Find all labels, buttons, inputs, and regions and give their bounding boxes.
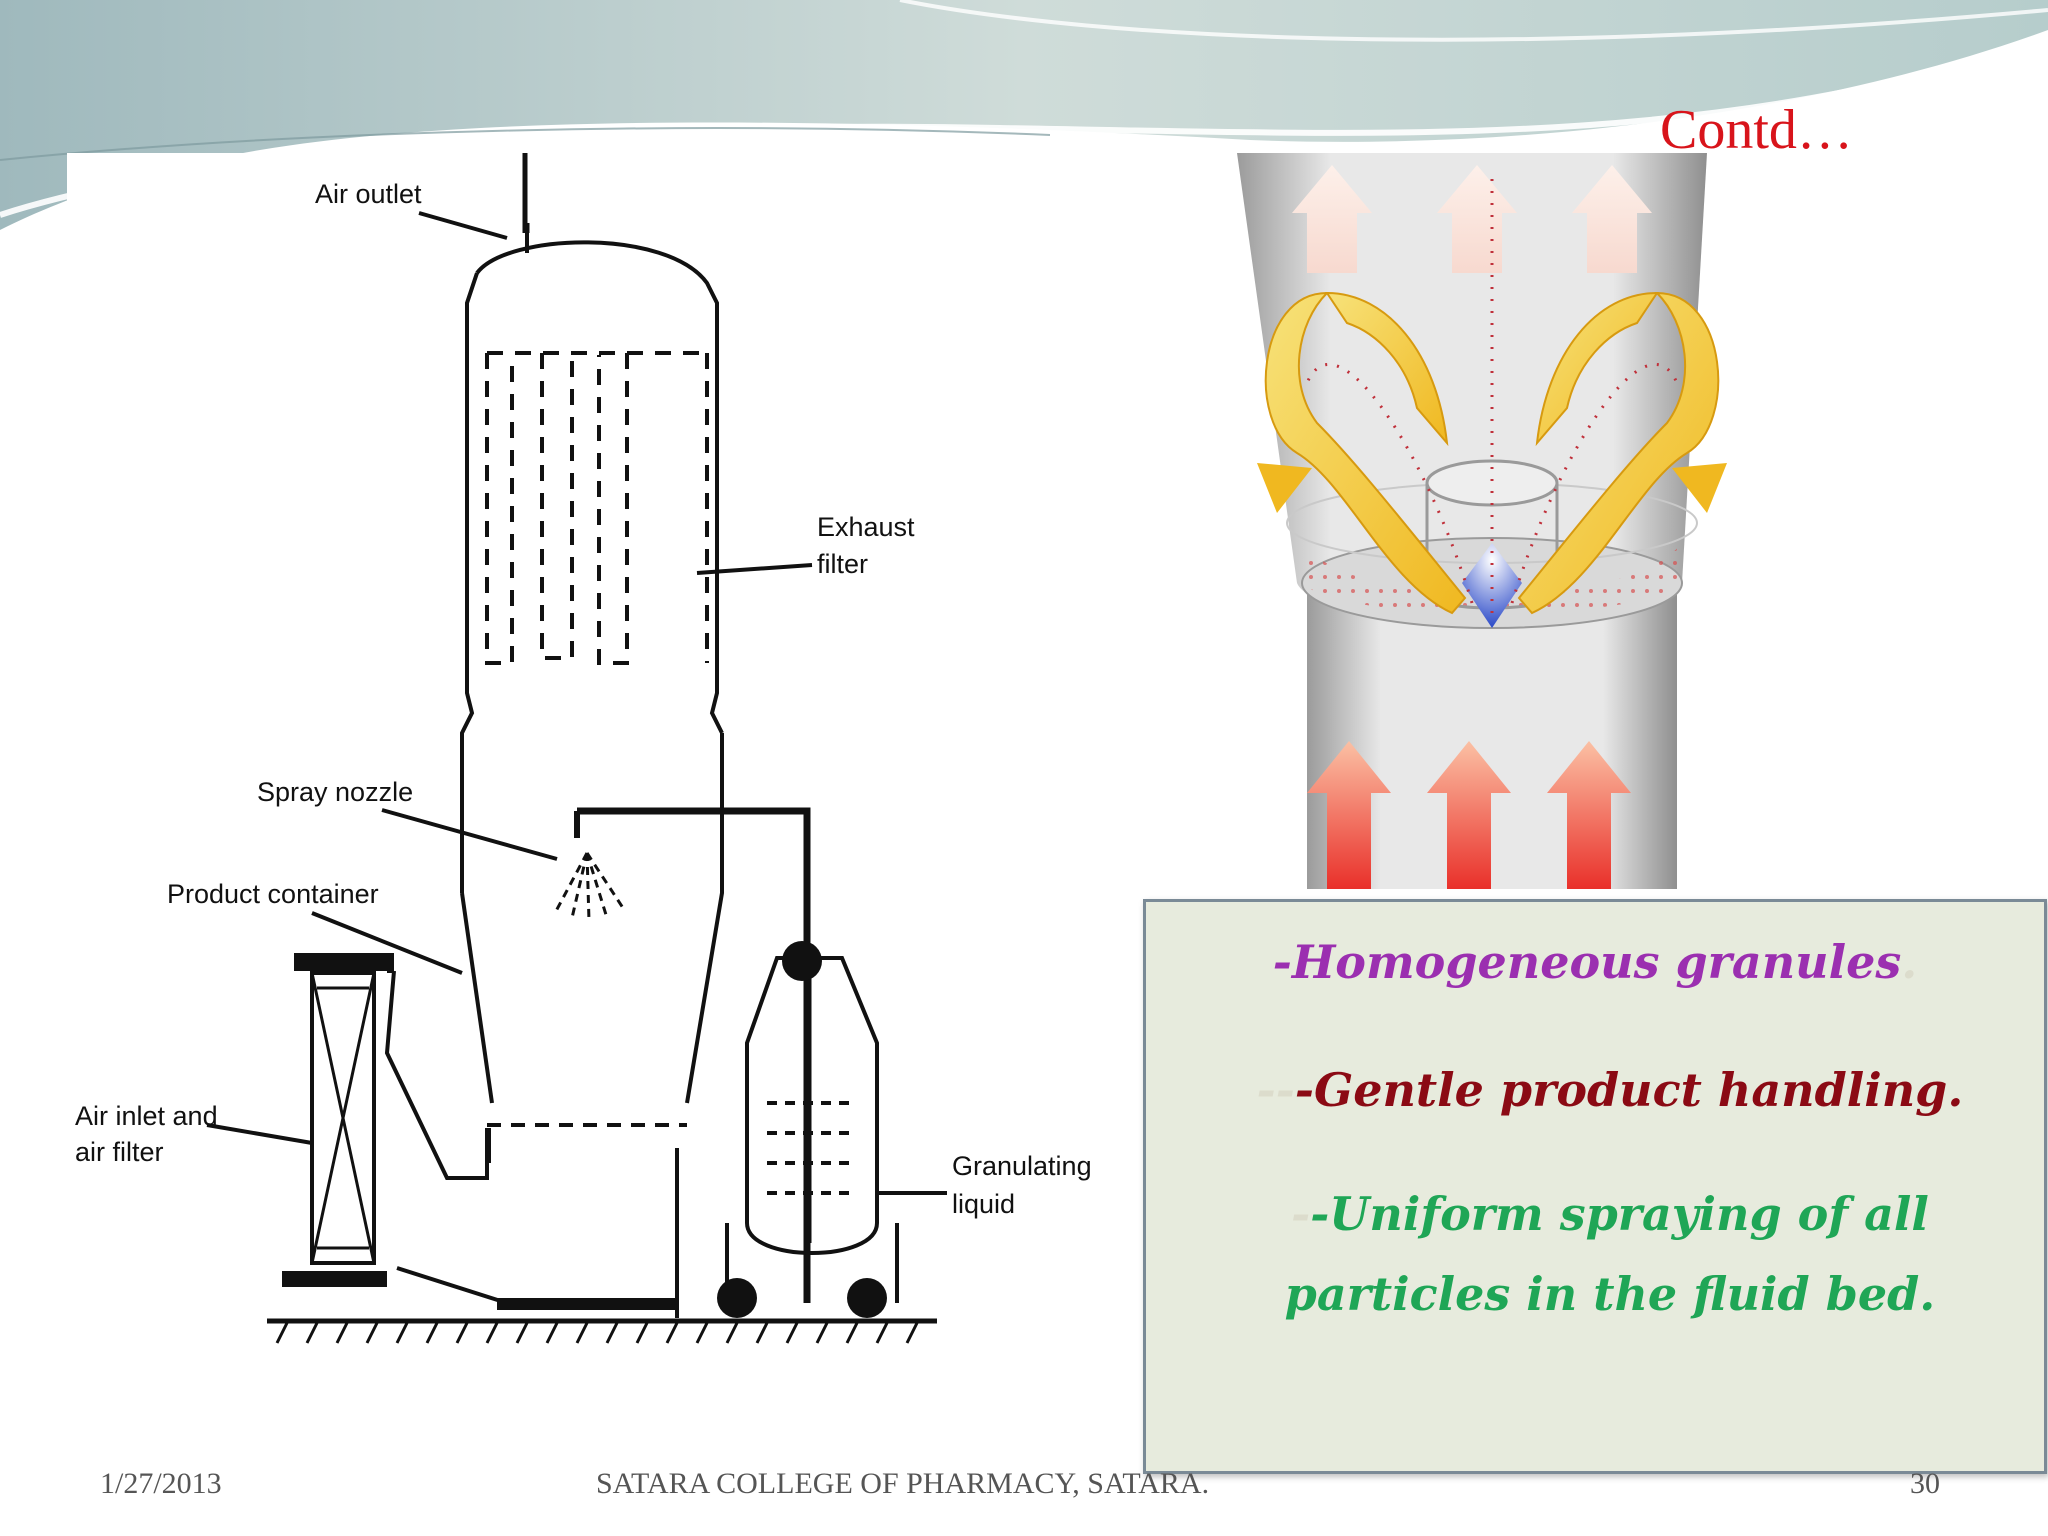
label-exhaust: Exhaust <box>817 512 915 542</box>
slide-heading: Contd… <box>1660 99 1853 161</box>
footer-college: SATARA COLLEGE OF PHARMACY, SATARA. <box>596 1467 1210 1500</box>
footer-page-number: 30 <box>1910 1467 1940 1500</box>
label-granulating: Granulating <box>952 1151 1092 1181</box>
footer-date: 1/27/2013 <box>100 1467 222 1500</box>
point-gentle-handling: ---Gentle product handling. <box>1256 1063 1964 1117</box>
label-air-inlet-2: air filter <box>75 1137 164 1167</box>
label-liquid: liquid <box>952 1189 1015 1219</box>
label-air-outlet: Air outlet <box>315 179 422 209</box>
point-homogeneous-granules: -Homogeneous granules. <box>1272 935 1918 989</box>
label-spray-nozzle: Spray nozzle <box>257 777 413 807</box>
label-air-inlet-1: Air inlet and <box>75 1101 218 1131</box>
fluid-bed-granulator-schematic: Air outlet Exhaust filter Spray nozzle P… <box>67 153 1092 1365</box>
label-product-container: Product container <box>167 879 379 909</box>
fluid-bed-flow-illustration <box>1237 153 1841 889</box>
label-filter: filter <box>817 549 868 579</box>
point-uniform-spraying: --Uniform spraying of all particles in t… <box>1284 1187 1936 1321</box>
key-points-box: -Homogeneous granules. ---Gentle product… <box>1143 899 2047 1474</box>
